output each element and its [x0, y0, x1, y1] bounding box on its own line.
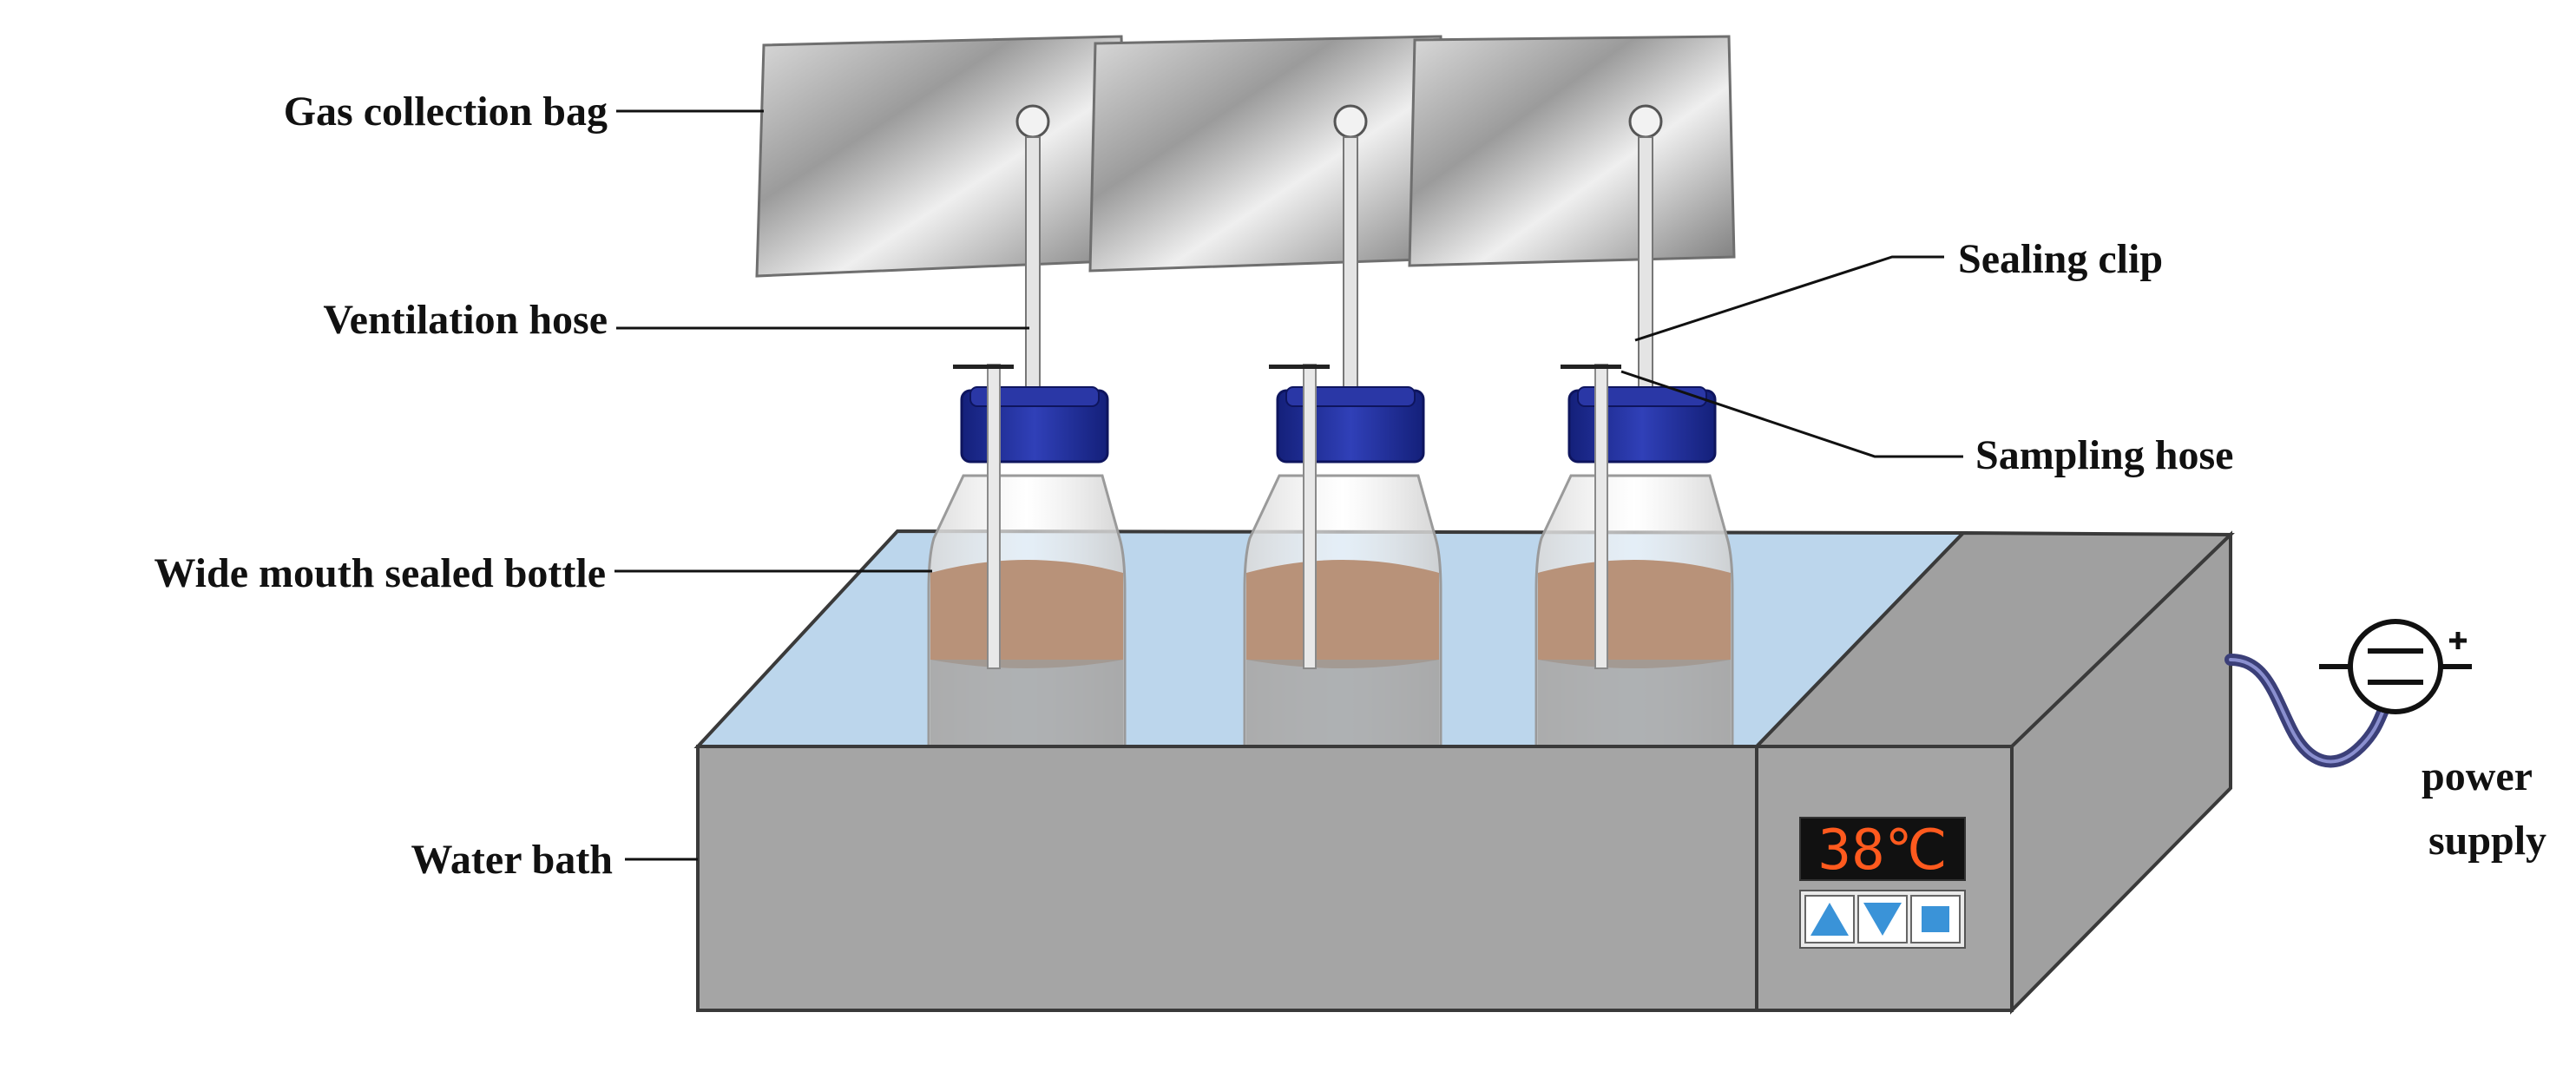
bag-valve	[1015, 104, 1050, 139]
dc-power-source-icon	[2319, 619, 2472, 714]
label-gas-collection-bag: Gas collection bag	[284, 89, 608, 135]
sampling-hose	[1303, 364, 1317, 669]
gas-collection-bag	[755, 35, 1130, 278]
gas-collection-bag	[1088, 35, 1449, 273]
bottle-liquid	[930, 660, 1123, 746]
leader-sampling-hose	[1620, 370, 1963, 458]
label-sampling-hose: Sampling hose	[1975, 432, 2233, 478]
down-arrow-icon[interactable]	[1857, 895, 1908, 943]
water-bath-front	[696, 745, 1760, 1012]
cap-top	[969, 386, 1100, 407]
stop-square-icon[interactable]	[1910, 895, 1961, 943]
sealing-clip	[1561, 365, 1621, 369]
power-supply	[2224, 619, 2472, 768]
leader-lines	[614, 109, 1963, 861]
wide-mouth-sealed-bottle	[927, 364, 1127, 748]
sediment	[930, 560, 1123, 668]
wide-mouth-sealed-bottle	[1534, 364, 1734, 748]
ventilation-hose	[1638, 136, 1653, 398]
wide-mouth-sealed-bottle	[1243, 364, 1442, 748]
label-water-bath: Water bath	[411, 837, 613, 883]
ventilation-hoses	[1025, 136, 1653, 398]
leader-sealing-clip	[1634, 255, 1944, 342]
label-supply: supply	[2428, 818, 2546, 864]
temperature-readout: 38℃	[1818, 818, 1948, 883]
cap-top	[1285, 386, 1416, 407]
labels: Gas collection bag Ventilation hose Wide…	[154, 89, 2547, 883]
ventilation-hose	[1343, 136, 1358, 398]
label-wide-mouth-sealed-bottle: Wide mouth sealed bottle	[154, 550, 606, 596]
label-ventilation-hose: Ventilation hose	[323, 297, 608, 343]
gas-collection-bags	[755, 35, 1736, 278]
temperature-display	[1799, 817, 1966, 881]
sediment	[1246, 560, 1439, 668]
wide-mouth-sealed-bottles	[927, 364, 1734, 748]
sealing-clip	[953, 365, 1014, 369]
temperature-controller: 38℃	[1799, 817, 1966, 949]
bottle-liquid	[1538, 660, 1731, 746]
bag-valve	[1333, 104, 1368, 139]
ventilation-hose	[1025, 136, 1041, 398]
sediment	[1538, 560, 1731, 668]
gas-collection-bag	[1408, 35, 1736, 267]
sampling-hose	[987, 364, 1001, 669]
bag-valve	[1628, 104, 1663, 139]
up-arrow-icon[interactable]	[1804, 895, 1855, 943]
label-sealing-clip: Sealing clip	[1958, 236, 2163, 282]
sampling-hose	[1594, 364, 1608, 669]
sealing-clip	[1269, 365, 1330, 369]
bottle-liquid	[1246, 660, 1439, 746]
label-power: power	[2422, 753, 2533, 799]
cap-top	[1577, 386, 1707, 407]
